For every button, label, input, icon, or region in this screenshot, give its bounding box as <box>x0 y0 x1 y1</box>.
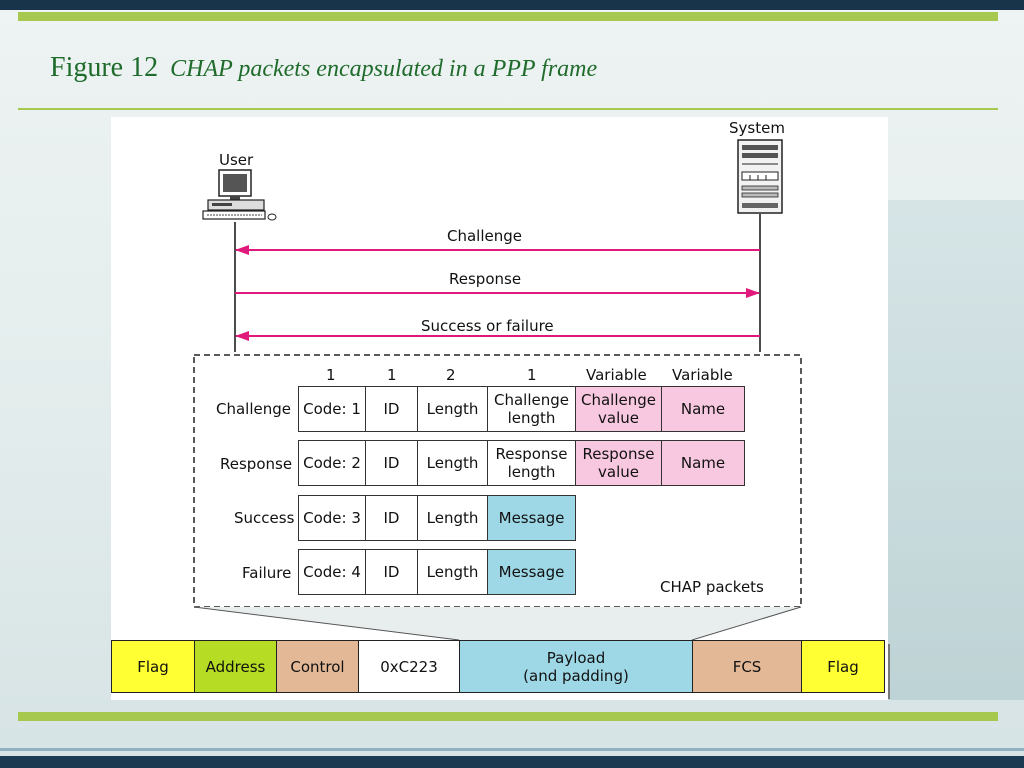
encapsulation-funnel <box>194 607 801 640</box>
packet-name-response: Response <box>220 455 293 473</box>
field-size: 1 <box>527 366 537 384</box>
figure-caption: CHAP packets encapsulated in a PPP frame <box>170 56 598 82</box>
message-label-response: Response <box>449 270 522 288</box>
ppp-field-fcs: FCS <box>692 640 802 693</box>
top-bar <box>0 0 1024 10</box>
ppp-field-protocol: 0xC223 <box>358 640 460 693</box>
packet-field-challenge-length: Challenge length <box>487 386 576 432</box>
field-size: 1 <box>326 366 336 384</box>
system-label: System <box>729 119 785 137</box>
computer-icon <box>202 169 277 221</box>
ppp-field-address: Address <box>194 640 277 693</box>
packet-field-id: ID <box>365 440 418 486</box>
ppp-field-flag: Flag <box>111 640 195 693</box>
packet-field-response-value: Response value <box>575 440 662 486</box>
bottom-bar <box>0 756 1024 768</box>
top-accent-line <box>18 12 998 21</box>
packet-field-length: Length <box>417 386 488 432</box>
figure-label: Figure 12 <box>50 52 159 83</box>
background-window-image <box>888 200 1024 700</box>
packet-field-response-length: Response length <box>487 440 576 486</box>
user-label: User <box>219 151 254 169</box>
field-size: 1 <box>387 366 397 384</box>
packet-name-failure: Failure <box>242 564 292 582</box>
message-label-challenge: Challenge <box>447 227 522 245</box>
server-icon <box>737 139 783 214</box>
packet-field-message: Message <box>487 495 576 541</box>
packet-field-code: Code: 1 <box>298 386 366 432</box>
field-size: 2 <box>446 366 456 384</box>
bottom-thin-bar <box>0 748 1024 751</box>
packet-field-id: ID <box>365 549 418 595</box>
packet-field-id: ID <box>365 386 418 432</box>
slide-title: Figure 12 CHAP packets encapsulated in a … <box>50 52 597 84</box>
ppp-field-control: Control <box>276 640 359 693</box>
packet-field-code: Code: 3 <box>298 495 366 541</box>
packet-field-name: Name <box>661 440 745 486</box>
packet-field-length: Length <box>417 440 488 486</box>
packet-field-length: Length <box>417 549 488 595</box>
packet-field-message: Message <box>487 549 576 595</box>
packet-field-id: ID <box>365 495 418 541</box>
packet-field-code: Code: 2 <box>298 440 366 486</box>
title-rule <box>18 108 998 110</box>
packet-name-success: Success <box>234 509 295 527</box>
field-size: Variable <box>586 366 647 384</box>
packet-field-code: Code: 4 <box>298 549 366 595</box>
bottom-accent-line <box>18 712 998 721</box>
ppp-field-payload: Payload (and padding) <box>459 640 693 693</box>
ppp-field-flag: Flag <box>801 640 885 693</box>
packet-field-name: Name <box>661 386 745 432</box>
chap-packets-label: CHAP packets <box>660 578 764 596</box>
packet-name-challenge: Challenge <box>216 400 291 418</box>
message-label-success-failure: Success or failure <box>421 317 554 335</box>
packet-field-length: Length <box>417 495 488 541</box>
packet-field-challenge-value: Challenge value <box>575 386 662 432</box>
field-size: Variable <box>672 366 733 384</box>
